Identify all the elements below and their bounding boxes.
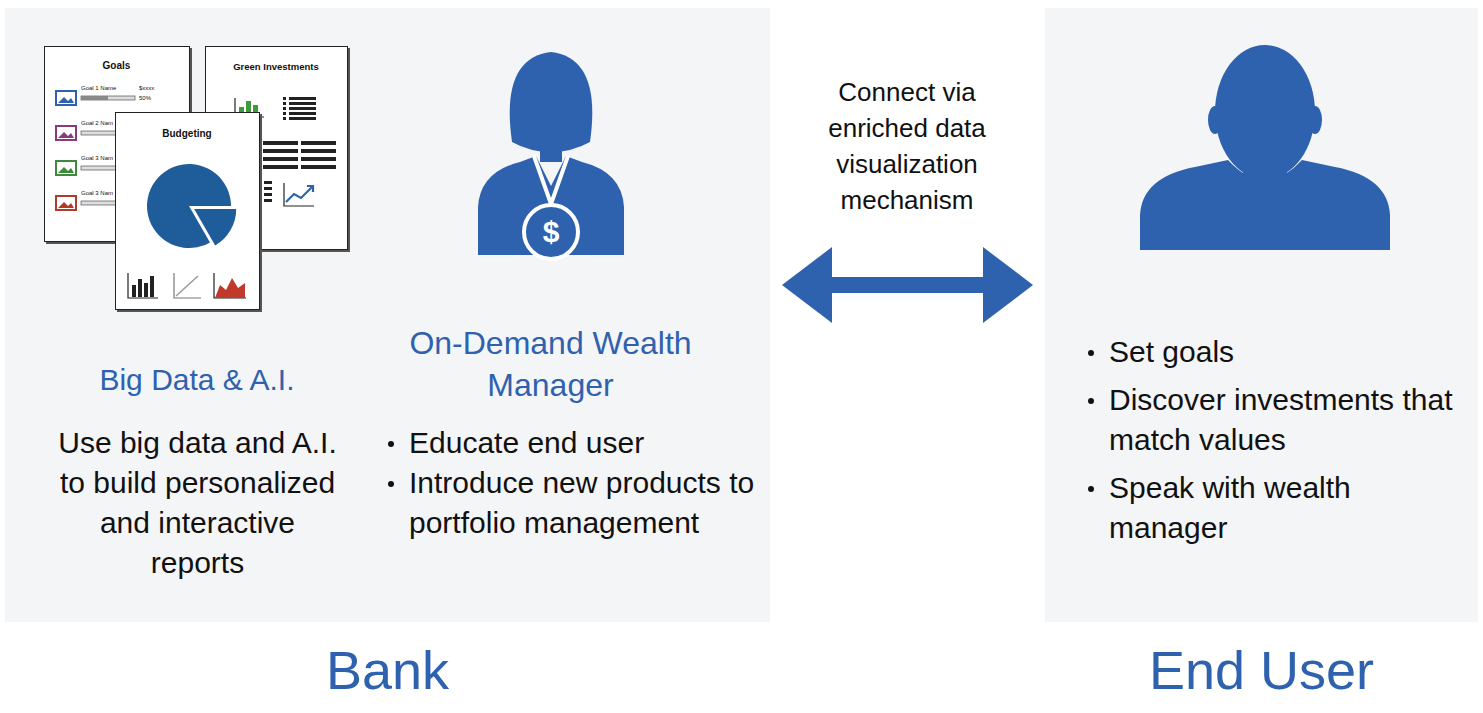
goal-name: Goal 3 Nam bbox=[81, 189, 113, 197]
end-user-panel: End UserSet goalsDiscover investments th… bbox=[1045, 8, 1478, 622]
double-arrow-connector bbox=[807, 277, 1008, 293]
section-heading: On-Demand Wealth Manager bbox=[408, 322, 693, 406]
bullet-dot bbox=[388, 481, 394, 487]
budgeting-document: Budgeting bbox=[115, 112, 260, 310]
goal-name: Goal 1 Name bbox=[81, 84, 116, 92]
bullet-item: Discover investments that match values bbox=[1109, 380, 1454, 460]
goal-name: Goal 3 Nam bbox=[81, 154, 113, 162]
wealth-manager-figure bbox=[478, 52, 624, 259]
bullet-item: Introduce new products to portfolio mana… bbox=[409, 463, 765, 543]
connector-label: Connect via enriched data visualization … bbox=[812, 74, 1002, 218]
section-heading: Big Data & A.I. bbox=[47, 360, 347, 400]
group-title: End User bbox=[1045, 640, 1478, 700]
budget-pie-chart bbox=[147, 164, 236, 248]
bullet-item: Set goals bbox=[1109, 332, 1454, 372]
document-title: Green Investments bbox=[206, 61, 346, 73]
document-title: Goals bbox=[45, 60, 188, 72]
bullet-dot bbox=[388, 441, 394, 447]
goal-name: Goal 2 Nam bbox=[81, 119, 113, 127]
goal-amount: $xxxx bbox=[139, 84, 154, 92]
bullet-dot bbox=[1088, 350, 1094, 356]
bullet-item: Speak with wealth manager bbox=[1109, 468, 1454, 548]
section-body: Use big data and A.I. to build personali… bbox=[55, 423, 340, 583]
budget-mini-charts bbox=[128, 273, 246, 298]
bullet-dot bbox=[1088, 398, 1094, 404]
bank-panel: BankBig Data & A.I.Use big data and A.I.… bbox=[5, 8, 770, 622]
goal-percent: 50% bbox=[139, 94, 151, 102]
bullet-dot bbox=[1088, 486, 1094, 492]
bullet-item: Educate end user bbox=[409, 423, 765, 463]
group-title: Bank bbox=[5, 640, 770, 700]
currency-symbol: $ bbox=[536, 212, 566, 252]
end-user-figure bbox=[1140, 45, 1390, 250]
document-title: Budgeting bbox=[116, 128, 258, 140]
budgeting-art bbox=[116, 113, 261, 311]
